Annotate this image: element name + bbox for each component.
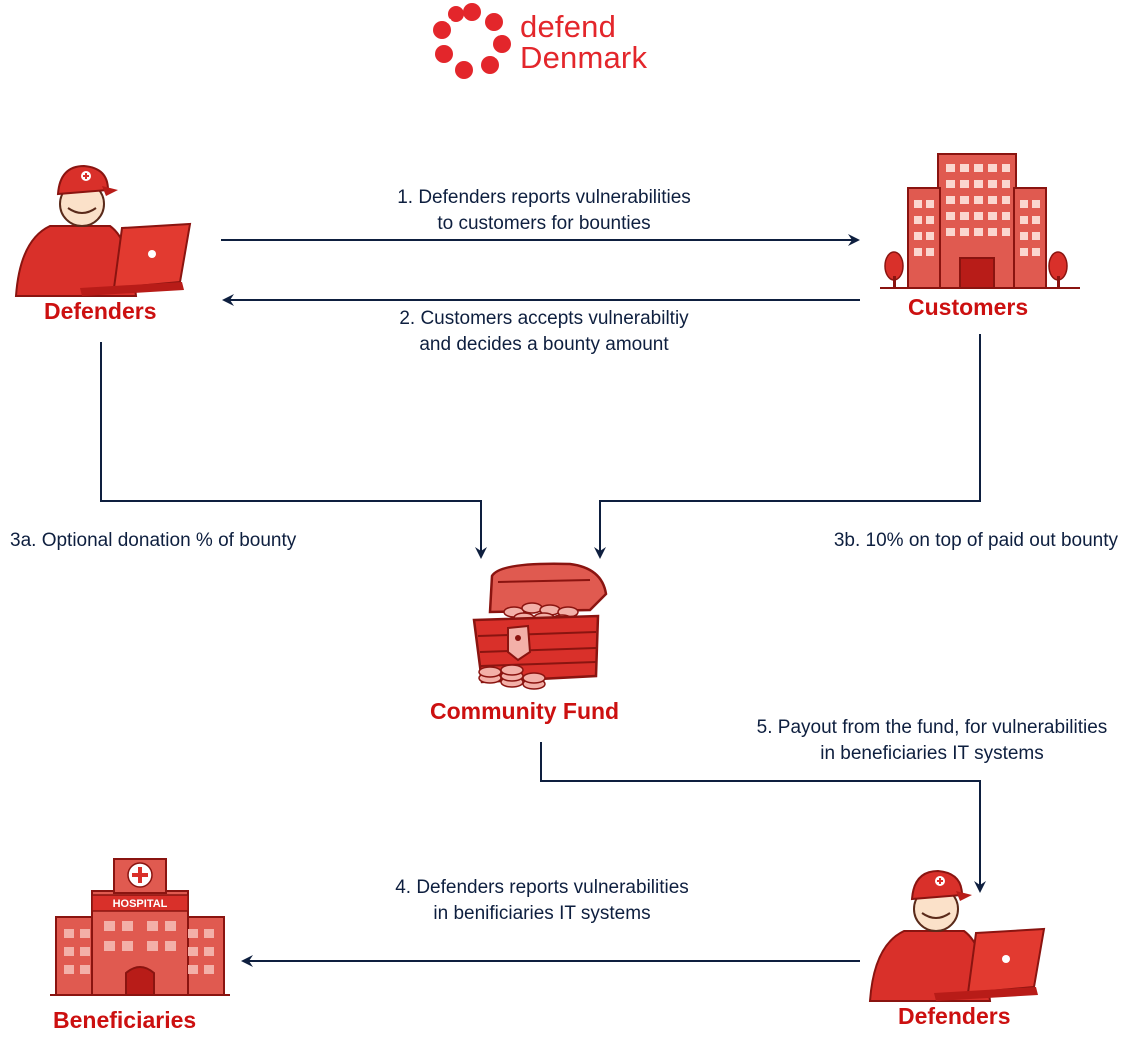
node-defenders-bottom-label: Defenders — [898, 1003, 1011, 1029]
node-beneficiaries-label: Beneficiaries — [53, 1007, 197, 1033]
logo-line1: defend — [520, 9, 617, 44]
edge-1-line1: 1. Defenders reports vulnerabilities — [397, 187, 691, 208]
edge-5-line1: 5. Payout from the fund, for vulnerabili… — [756, 717, 1108, 738]
node-community-fund: Community Fund — [420, 560, 660, 732]
edge-4-line1: 4. Defenders reports vulnerabilities — [395, 877, 689, 898]
edge-5-line2: in beneficiaries IT systems — [820, 743, 1044, 764]
edge-3b-label: 3b. 10% on top of paid out bounty — [833, 530, 1118, 551]
edge-2-label: 2. Customers accepts vulnerabiltiy and d… — [344, 306, 744, 358]
edge-4-line2: in benificiaries IT systems — [433, 903, 651, 924]
defender-with-laptop-icon — [14, 164, 192, 297]
node-defenders-top-label: Defenders — [44, 298, 157, 324]
logo-ring-icon — [433, 3, 511, 79]
hospital-icon: HOSPITAL — [50, 858, 230, 996]
edge-3a-line — [100, 342, 487, 559]
edge-1-line2: to customers for bounties — [437, 213, 651, 234]
node-customers: Customers — [880, 150, 1080, 325]
logo: defend Denmark — [430, 2, 660, 80]
edge-5-label: 5. Payout from the fund, for vulnerabili… — [712, 715, 1132, 767]
edge-1-label: 1. Defenders reports vulnerabilities to … — [344, 185, 744, 237]
node-defenders-top: Defenders — [10, 160, 200, 330]
edge-5-line — [540, 742, 986, 893]
hospital-sign-text: HOSPITAL — [113, 898, 168, 910]
logo-line2: Denmark — [520, 40, 648, 75]
node-community-fund-label: Community Fund — [430, 698, 620, 724]
edge-3b-line — [594, 334, 981, 559]
node-defenders-bottom: Defenders — [864, 865, 1064, 1040]
defender-with-laptop-icon — [868, 869, 1046, 1002]
edge-3a-label: 3a. Optional donation % of bounty — [10, 530, 297, 551]
edge-2-line2: and decides a bounty amount — [419, 334, 669, 355]
treasure-chest-icon — [472, 562, 608, 690]
office-building-icon — [880, 153, 1080, 289]
node-customers-label: Customers — [908, 294, 1029, 320]
edge-4-label: 4. Defenders reports vulnerabilities in … — [342, 875, 742, 927]
node-beneficiaries: HOSPITAL Beneficiaries — [40, 855, 240, 1040]
edge-2-line1: 2. Customers accepts vulnerabiltiy — [399, 308, 689, 329]
